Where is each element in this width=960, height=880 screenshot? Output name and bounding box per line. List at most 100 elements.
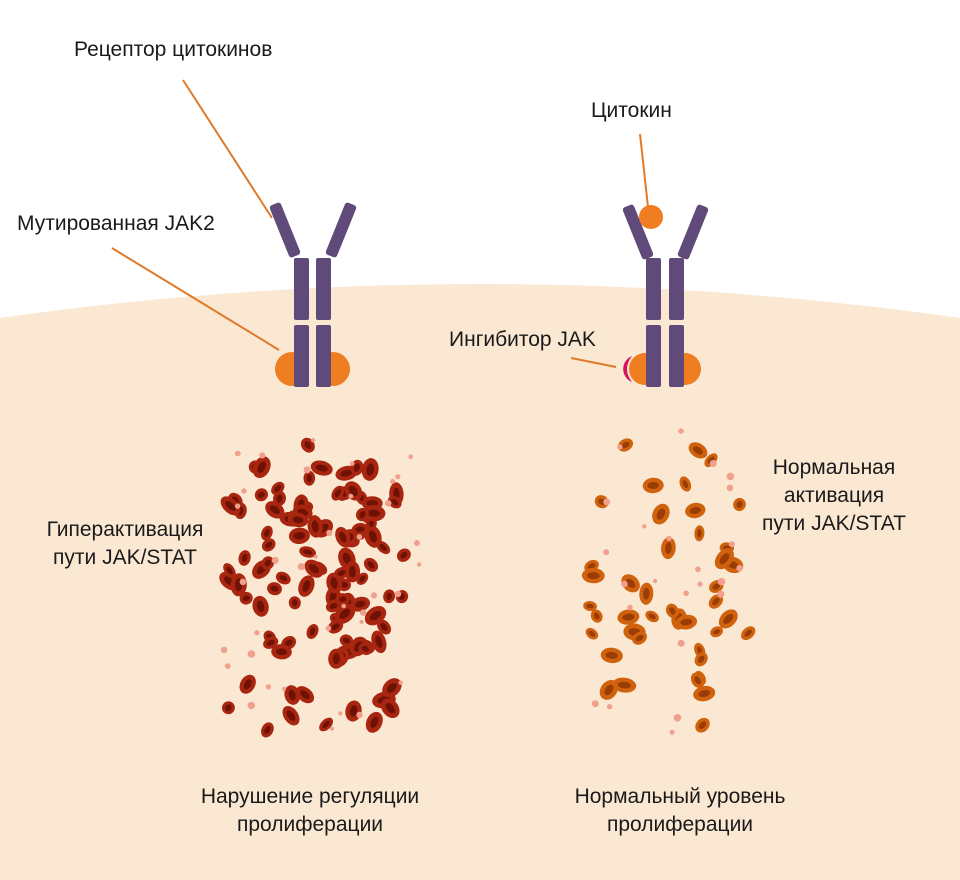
red-blood-cell (326, 572, 343, 594)
red-blood-cell (288, 596, 301, 610)
red-blood-cell (645, 610, 659, 623)
leader-line-mutated-jak2 (111, 247, 280, 351)
red-blood-cell (741, 626, 756, 641)
platelet (683, 590, 689, 597)
receptor-chain-upper-left (294, 258, 309, 320)
red-blood-cell (694, 652, 708, 667)
red-blood-cell (238, 550, 251, 566)
receptor-chain-lower-right (669, 325, 684, 387)
platelet (348, 493, 354, 499)
red-blood-cell (365, 711, 383, 733)
red-blood-cell (261, 538, 276, 552)
platelet (234, 450, 241, 457)
red-blood-cell (252, 595, 269, 617)
red-blood-cell (295, 686, 315, 704)
red-blood-cell (690, 672, 705, 688)
red-blood-cell (693, 685, 716, 702)
red-blood-cell (265, 501, 285, 519)
red-blood-cell (239, 674, 256, 694)
red-blood-cell (310, 460, 333, 476)
red-blood-cell (306, 623, 319, 640)
red-blood-cell (675, 614, 698, 630)
red-blood-cell (665, 603, 679, 619)
red-blood-cell (708, 594, 724, 609)
platelet (736, 564, 743, 572)
platelet (325, 625, 332, 632)
platelet (360, 609, 367, 616)
red-blood-cell (344, 560, 361, 583)
red-blood-cell (642, 477, 664, 494)
platelet (224, 663, 231, 669)
platelet (697, 581, 703, 587)
red-blood-cell (299, 546, 316, 558)
right-receptor (622, 204, 709, 387)
red-blood-cell (387, 495, 402, 509)
red-blood-cell (336, 593, 350, 606)
red-blood-cell (694, 525, 705, 542)
platelet (666, 535, 672, 541)
label-jak-inhibitor: Ингибитор JAK (449, 328, 596, 351)
red-blood-cell (652, 503, 670, 525)
red-blood-cell (261, 525, 273, 541)
red-blood-cell (221, 701, 235, 715)
label-cytokine-receptor: Рецептор цитокинов (74, 38, 273, 61)
red-blood-cell (358, 642, 373, 656)
red-blood-cell (252, 456, 271, 478)
receptor-chain-upper-left (646, 258, 661, 320)
red-blood-cell (239, 591, 253, 605)
platelet (695, 566, 701, 573)
red-blood-cell (298, 575, 315, 597)
left-receptor (269, 202, 357, 387)
receptor-arm-right (677, 204, 709, 260)
platelet (717, 577, 726, 586)
red-blood-cell (733, 497, 746, 512)
platelet (414, 540, 420, 546)
platelet (241, 488, 247, 494)
red-blood-cell (263, 636, 279, 649)
red-blood-cell (695, 717, 710, 733)
red-blood-cell (355, 507, 369, 522)
platelet (726, 484, 734, 492)
platelet (591, 700, 599, 708)
platelet (677, 639, 685, 647)
red-blood-cell (381, 698, 400, 719)
red-blood-cell (617, 609, 640, 625)
platelet (408, 454, 414, 460)
red-blood-cell (288, 527, 310, 545)
platelet (234, 503, 241, 509)
platelet (606, 704, 613, 710)
label-hyperactivation: Гиперактивация пути JAK/STAT (18, 516, 232, 572)
leader-line-cytokine (639, 133, 649, 208)
red-blood-cell (261, 722, 274, 738)
red-blood-cell (714, 548, 734, 570)
platelet (349, 461, 355, 466)
red-blood-cell (585, 627, 599, 640)
red-blood-cell (661, 537, 676, 560)
red-blood-cell (307, 515, 323, 538)
platelet (282, 686, 287, 692)
platelet (303, 466, 311, 474)
red-blood-cell (376, 619, 392, 635)
normal-cell-cluster (581, 428, 756, 735)
platelet (326, 529, 333, 537)
red-blood-cell (282, 705, 300, 726)
red-blood-cell (254, 488, 268, 502)
platelet (356, 534, 363, 540)
platelet (417, 562, 422, 567)
red-blood-cell (328, 648, 345, 669)
red-blood-cell (304, 559, 324, 578)
platelet (603, 549, 610, 556)
platelet (728, 541, 735, 548)
red-blood-cell (710, 626, 723, 638)
platelet (717, 590, 725, 598)
red-blood-cell (356, 572, 369, 585)
platelet (247, 650, 256, 658)
label-dysregulation-line2: пролиферации (236, 813, 384, 836)
red-blood-cell (594, 495, 609, 509)
red-blood-cell (363, 557, 379, 572)
platelet (313, 554, 318, 559)
red-blood-cell (621, 574, 640, 593)
red-blood-cell (334, 603, 356, 624)
